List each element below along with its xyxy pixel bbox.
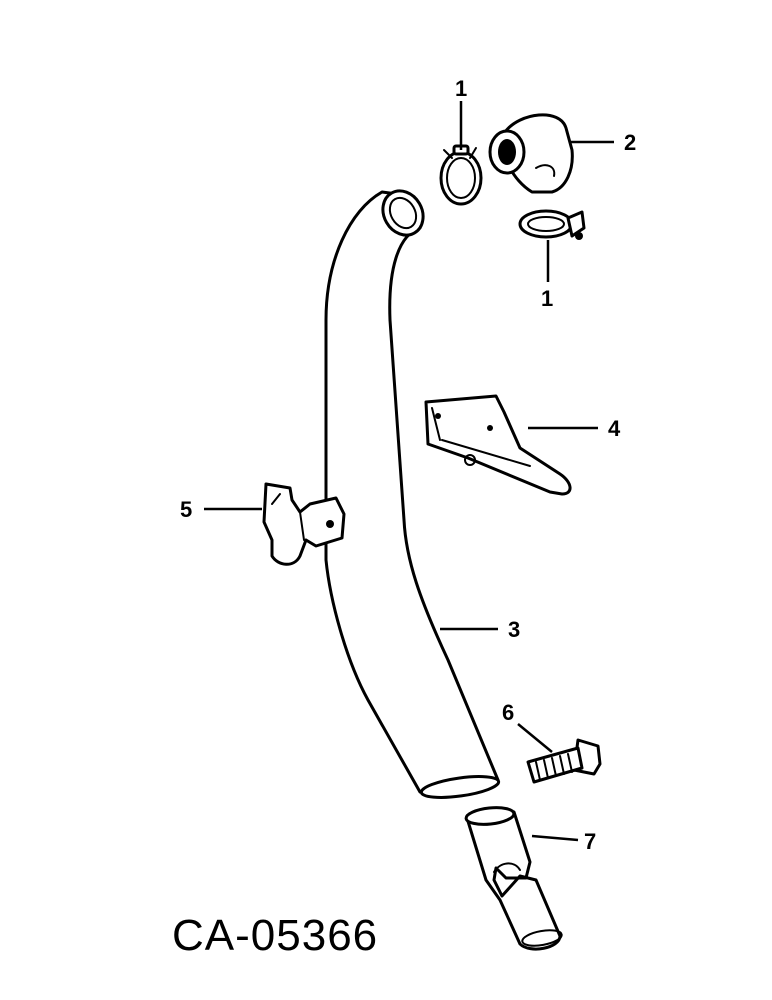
pipe-clamp <box>262 482 346 566</box>
callout-4: 4 <box>608 416 621 441</box>
callout-3: 3 <box>508 617 520 642</box>
leader-connector <box>531 834 579 842</box>
mounting-bracket <box>424 394 572 496</box>
exhaust-pipe <box>324 189 501 799</box>
callout-1-top: 1 <box>455 76 467 101</box>
elbow-fitting <box>488 113 574 194</box>
cap-screw <box>526 738 602 784</box>
connector-tube <box>464 806 563 951</box>
callout-6: 6 <box>502 700 514 725</box>
hose-clamp-bottom <box>518 209 586 240</box>
callout-2: 2 <box>624 130 636 155</box>
hose-clamp-top <box>439 144 483 206</box>
callout-7: 7 <box>584 829 596 854</box>
figure-code: CA-05366 <box>172 911 378 960</box>
callout-1-bottom: 1 <box>541 286 553 311</box>
leader-screw <box>517 723 553 753</box>
callout-5: 5 <box>180 497 192 522</box>
